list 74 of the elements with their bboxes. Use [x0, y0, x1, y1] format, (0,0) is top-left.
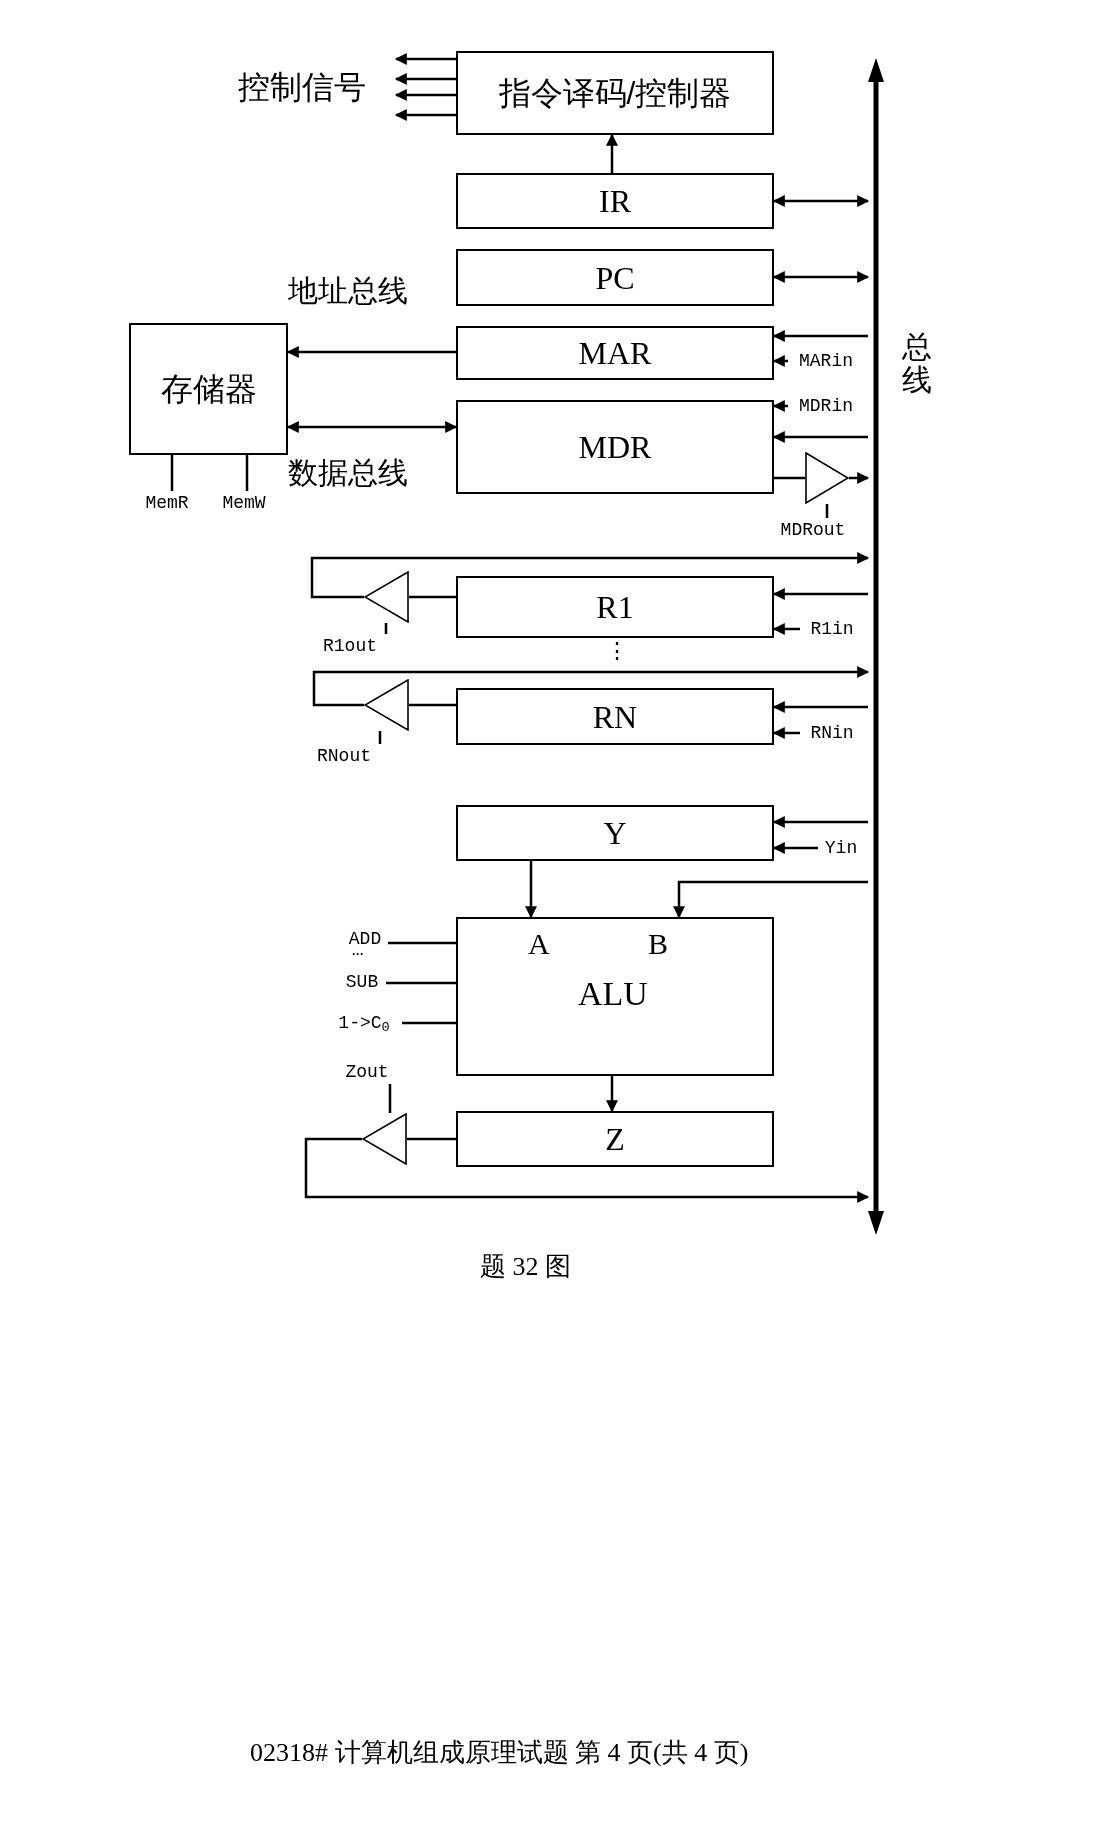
signal-line: [245, 455, 249, 491]
alu-input-label: B: [648, 929, 668, 959]
signal-line: [388, 1084, 392, 1113]
signal-line: [774, 476, 805, 480]
control-signal-label: MDRout: [780, 521, 846, 539]
arrow: [394, 109, 456, 121]
arrow: [849, 472, 870, 484]
control-signal-label: ADD: [348, 930, 382, 948]
register-label: R1: [596, 591, 634, 623]
arrow: [394, 53, 456, 65]
unit-box: [129, 323, 288, 455]
tristate-buffer: [364, 571, 409, 623]
arrow: [606, 1076, 618, 1113]
register-label: PC: [595, 261, 635, 294]
signal-line: [825, 504, 829, 518]
alu-box: [456, 917, 774, 1076]
register-box: [456, 805, 774, 861]
tristate-buffer: [362, 1113, 407, 1165]
signal-line: [388, 941, 456, 945]
ellipsis-mark: ···: [352, 948, 364, 960]
arrow: [394, 89, 456, 101]
signal-group-label: 控制信号: [238, 71, 366, 103]
control-signal-label: 1->C$_{0}$: [338, 1014, 390, 1032]
register-label: IR: [599, 185, 631, 217]
control-signal-label: RNout: [317, 747, 371, 765]
register-label: Z: [605, 1123, 625, 1155]
control-signal-label: R1in: [810, 620, 854, 638]
register-box: [456, 326, 774, 380]
control-signal-label: RNin: [810, 724, 854, 742]
control-signal-label: MARin: [799, 352, 853, 370]
register-box: [456, 400, 774, 494]
figure-caption: 题 32 图: [480, 1254, 571, 1280]
control-signal-label: Zout: [345, 1063, 389, 1081]
signal-line: [409, 703, 456, 707]
register-label: MAR: [578, 337, 652, 369]
signal-line: [384, 623, 388, 634]
register-label: Y: [603, 817, 627, 849]
signal-line: [407, 1137, 456, 1141]
alu-input-label: A: [528, 929, 550, 959]
tristate-buffer: [805, 452, 849, 504]
bus-label: 总线: [902, 330, 932, 396]
arrow: [312, 666, 870, 707]
control-signal-label: MDRin: [799, 397, 853, 415]
register-label: MDR: [578, 431, 652, 463]
register-box: [456, 249, 774, 306]
signal-line: [402, 1021, 456, 1025]
page-footer: 02318# 计算机组成原理试题 第 4 页(共 4 页): [250, 1740, 749, 1766]
system-bus: [868, 58, 884, 1235]
signal-line: [378, 731, 382, 744]
ellipsis-mark: ⋮: [606, 638, 628, 665]
register-box: [456, 576, 774, 638]
arrow: [525, 861, 537, 919]
control-signal-label: Yin: [824, 839, 858, 857]
unit-label: 指令译码/控制器: [498, 77, 732, 109]
register-box: [456, 688, 774, 745]
control-signal-label: R1out: [323, 637, 377, 655]
register-box: [456, 173, 774, 229]
register-label: RN: [592, 700, 638, 733]
arrow: [310, 552, 870, 599]
signal-line: [409, 595, 456, 599]
register-box: [456, 1111, 774, 1167]
arrow: [673, 880, 868, 919]
arrow: [304, 1137, 870, 1203]
arrow: [606, 133, 618, 173]
control-signal-label: MemW: [222, 494, 266, 512]
arrow: [394, 73, 456, 85]
control-signal-label: MemR: [145, 494, 189, 512]
unit-box: [456, 51, 774, 135]
control-signal-label: SUB: [345, 973, 379, 991]
unit-label: 存储器: [160, 373, 257, 405]
signal-line: [386, 981, 456, 985]
tristate-buffer: [364, 679, 409, 731]
signal-line: [170, 455, 174, 491]
alu-label: ALU: [578, 977, 648, 1011]
